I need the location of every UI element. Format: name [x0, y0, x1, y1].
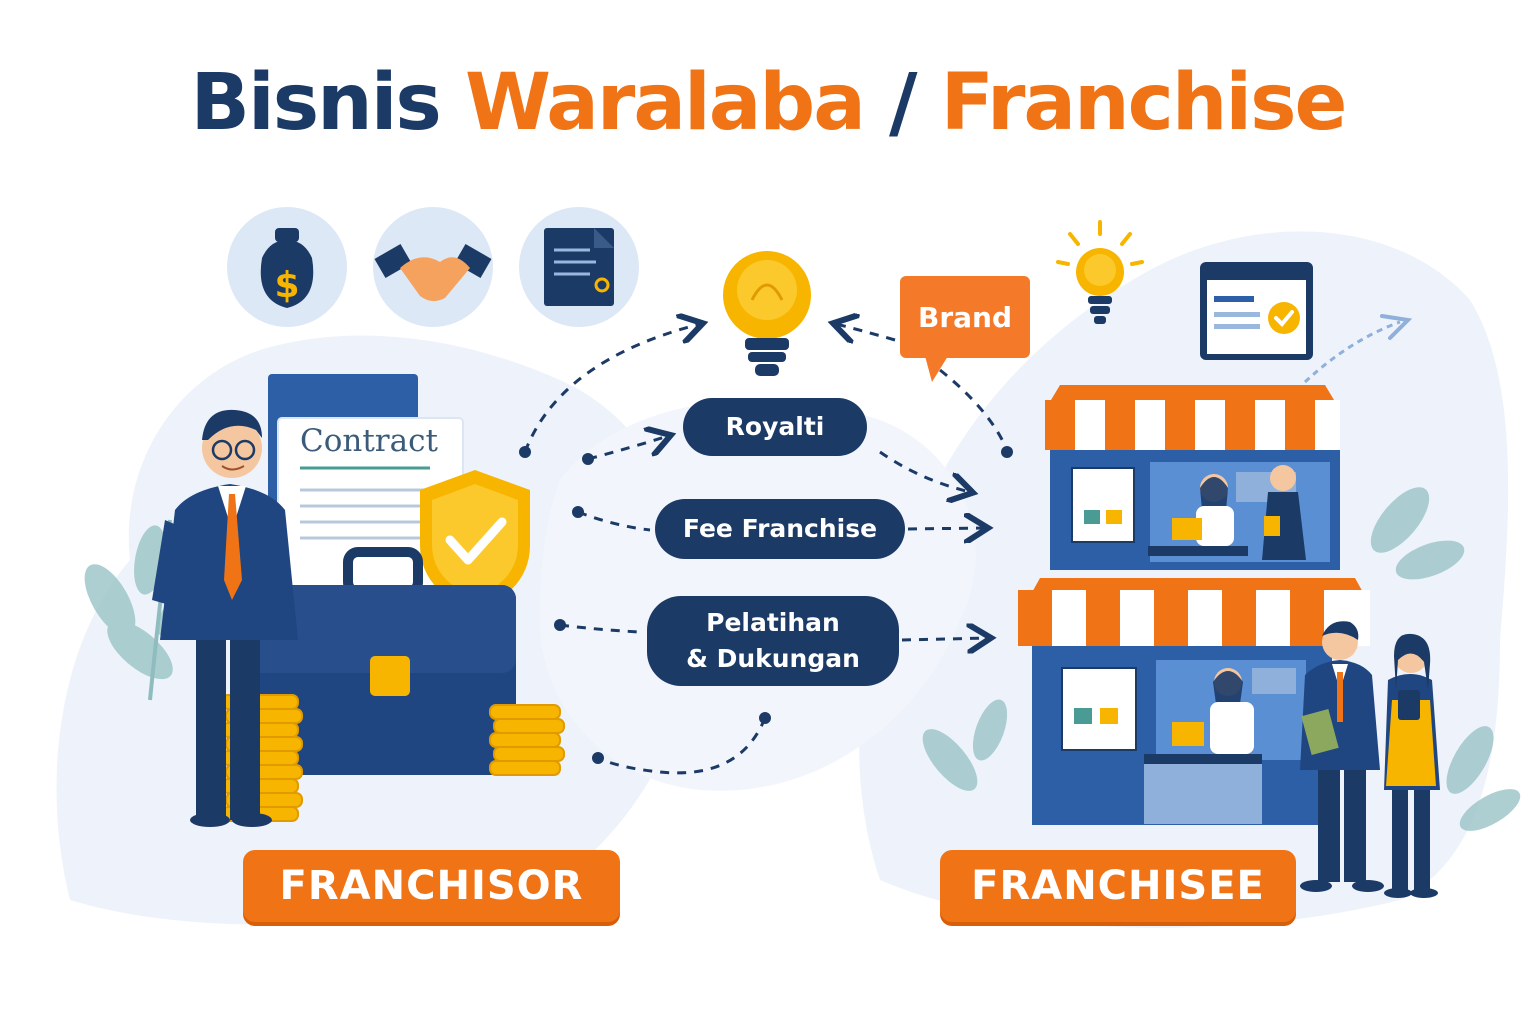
franchisor-label: FRANCHISOR	[243, 850, 620, 922]
franchisor-text: FRANCHISOR	[279, 863, 584, 909]
storefront-lower	[1018, 578, 1370, 825]
fee-franchise-label: Fee Franchise	[682, 514, 878, 543]
title-part-4: Franchise	[940, 58, 1348, 148]
royalti-pill: Royalti	[683, 398, 867, 456]
brand-bubble-tail	[925, 356, 948, 382]
franchisee-man	[1300, 621, 1384, 892]
franchisor-person	[152, 409, 298, 827]
title-separator: /	[889, 58, 917, 148]
brand-label: Brand	[917, 300, 1013, 334]
briefcase-icon	[244, 547, 516, 775]
shield-check-icon	[420, 470, 530, 612]
flow-arrows	[523, 324, 1009, 775]
flow-arrow-dots	[519, 446, 1013, 764]
arrow-brand-to-idea	[836, 324, 896, 340]
storefront-upper	[1045, 385, 1340, 570]
support-pill: Pelatihan & Dukungan	[647, 596, 899, 686]
arrow-fee-out	[907, 528, 985, 529]
title-part-1: Bisnis	[190, 58, 442, 148]
contract-label: Contract	[300, 423, 438, 459]
page-title: Bisnis Waralaba / Franchise	[0, 58, 1536, 148]
franchisee-label: FRANCHISEE	[940, 850, 1296, 922]
title-part-2: Waralaba	[465, 58, 866, 148]
arrow-to-idea	[523, 324, 700, 453]
background-blob-center	[540, 400, 976, 791]
royalti-label: Royalti	[725, 412, 825, 441]
coin-stack-right-icon	[489, 704, 565, 776]
support-label-line2: & Dukungan	[686, 644, 860, 673]
document-icon	[519, 207, 639, 327]
handshake-icon	[373, 207, 493, 327]
svg-text:$: $	[274, 265, 299, 306]
fee-franchise-pill: Fee Franchise	[655, 499, 905, 559]
leaves-right-icon	[922, 487, 1521, 831]
web-checklist-icon	[1200, 262, 1313, 360]
small-lightbulb-icon	[1056, 220, 1144, 324]
brand-bubble: Brand	[900, 276, 1030, 358]
arrow-brand-to-shop	[939, 368, 1009, 451]
arrow-to-royalti	[587, 436, 668, 461]
arrow-to-support	[559, 623, 641, 634]
money-bag-icon: $	[227, 207, 347, 327]
growth-arrow-icon	[1303, 320, 1401, 384]
arrow-support-out	[901, 638, 988, 640]
franchisee-woman	[1384, 633, 1440, 898]
idea-lightbulb-icon	[723, 251, 811, 376]
support-label-line1: Pelatihan	[706, 608, 840, 637]
franchisee-text: FRANCHISEE	[971, 863, 1265, 909]
arrow-to-fee	[577, 510, 651, 532]
arrow-bottom-return	[597, 717, 767, 775]
arrow-royalti-out	[879, 450, 970, 492]
